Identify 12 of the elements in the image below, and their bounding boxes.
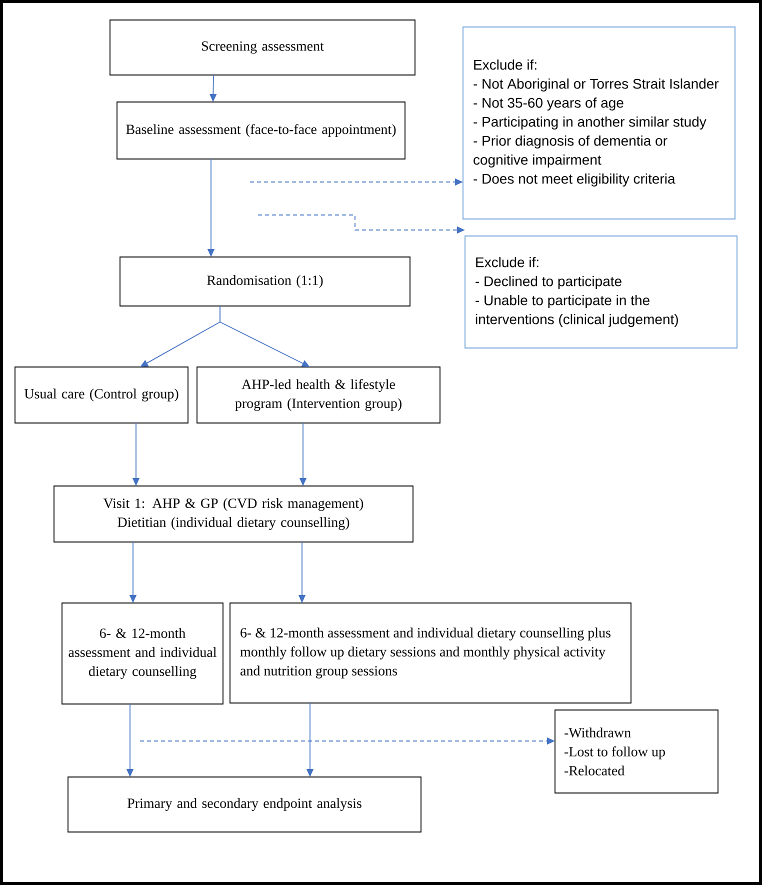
exclusion-box: Exclude if: - Not Aboriginal or Torres Strait Islander - Not 35-60 years of age - Participating in another similar study - Prior diagnosis of dementia or cognitive impairment - Does not meet eligibility criteria (462, 26, 736, 220)
process-box: Baseline assessment (face-to-face appointment) (116, 102, 406, 160)
process-box: 6- & 12-month assessment and individual dietary counselling (62, 602, 224, 704)
process-box: Primary and secondary endpoint analysis (68, 776, 422, 832)
process-box: Randomisation (1:1) (120, 256, 410, 306)
process-box: 6- & 12-month assessment and individual dietary counselling plus monthly follow up dietary sessions and monthly physical activity and nutrition group sessions (230, 602, 632, 704)
process-box: Screening assessment (110, 20, 416, 76)
exclusion-box: Exclude if: - Declined to participate - Unable to participate in the interventions (clinical judgement) (464, 236, 738, 348)
process-box: Visit 1: AHP & GP (CVD risk management) Dietitian (individual dietary counselling) (54, 486, 414, 542)
process-box: Usual care (Control group) (14, 366, 188, 424)
process-box: AHP-led health & lifestyle program (Intervention group) (196, 366, 440, 424)
outcome-box: -Withdrawn -Lost to follow up -Relocated (554, 710, 718, 794)
